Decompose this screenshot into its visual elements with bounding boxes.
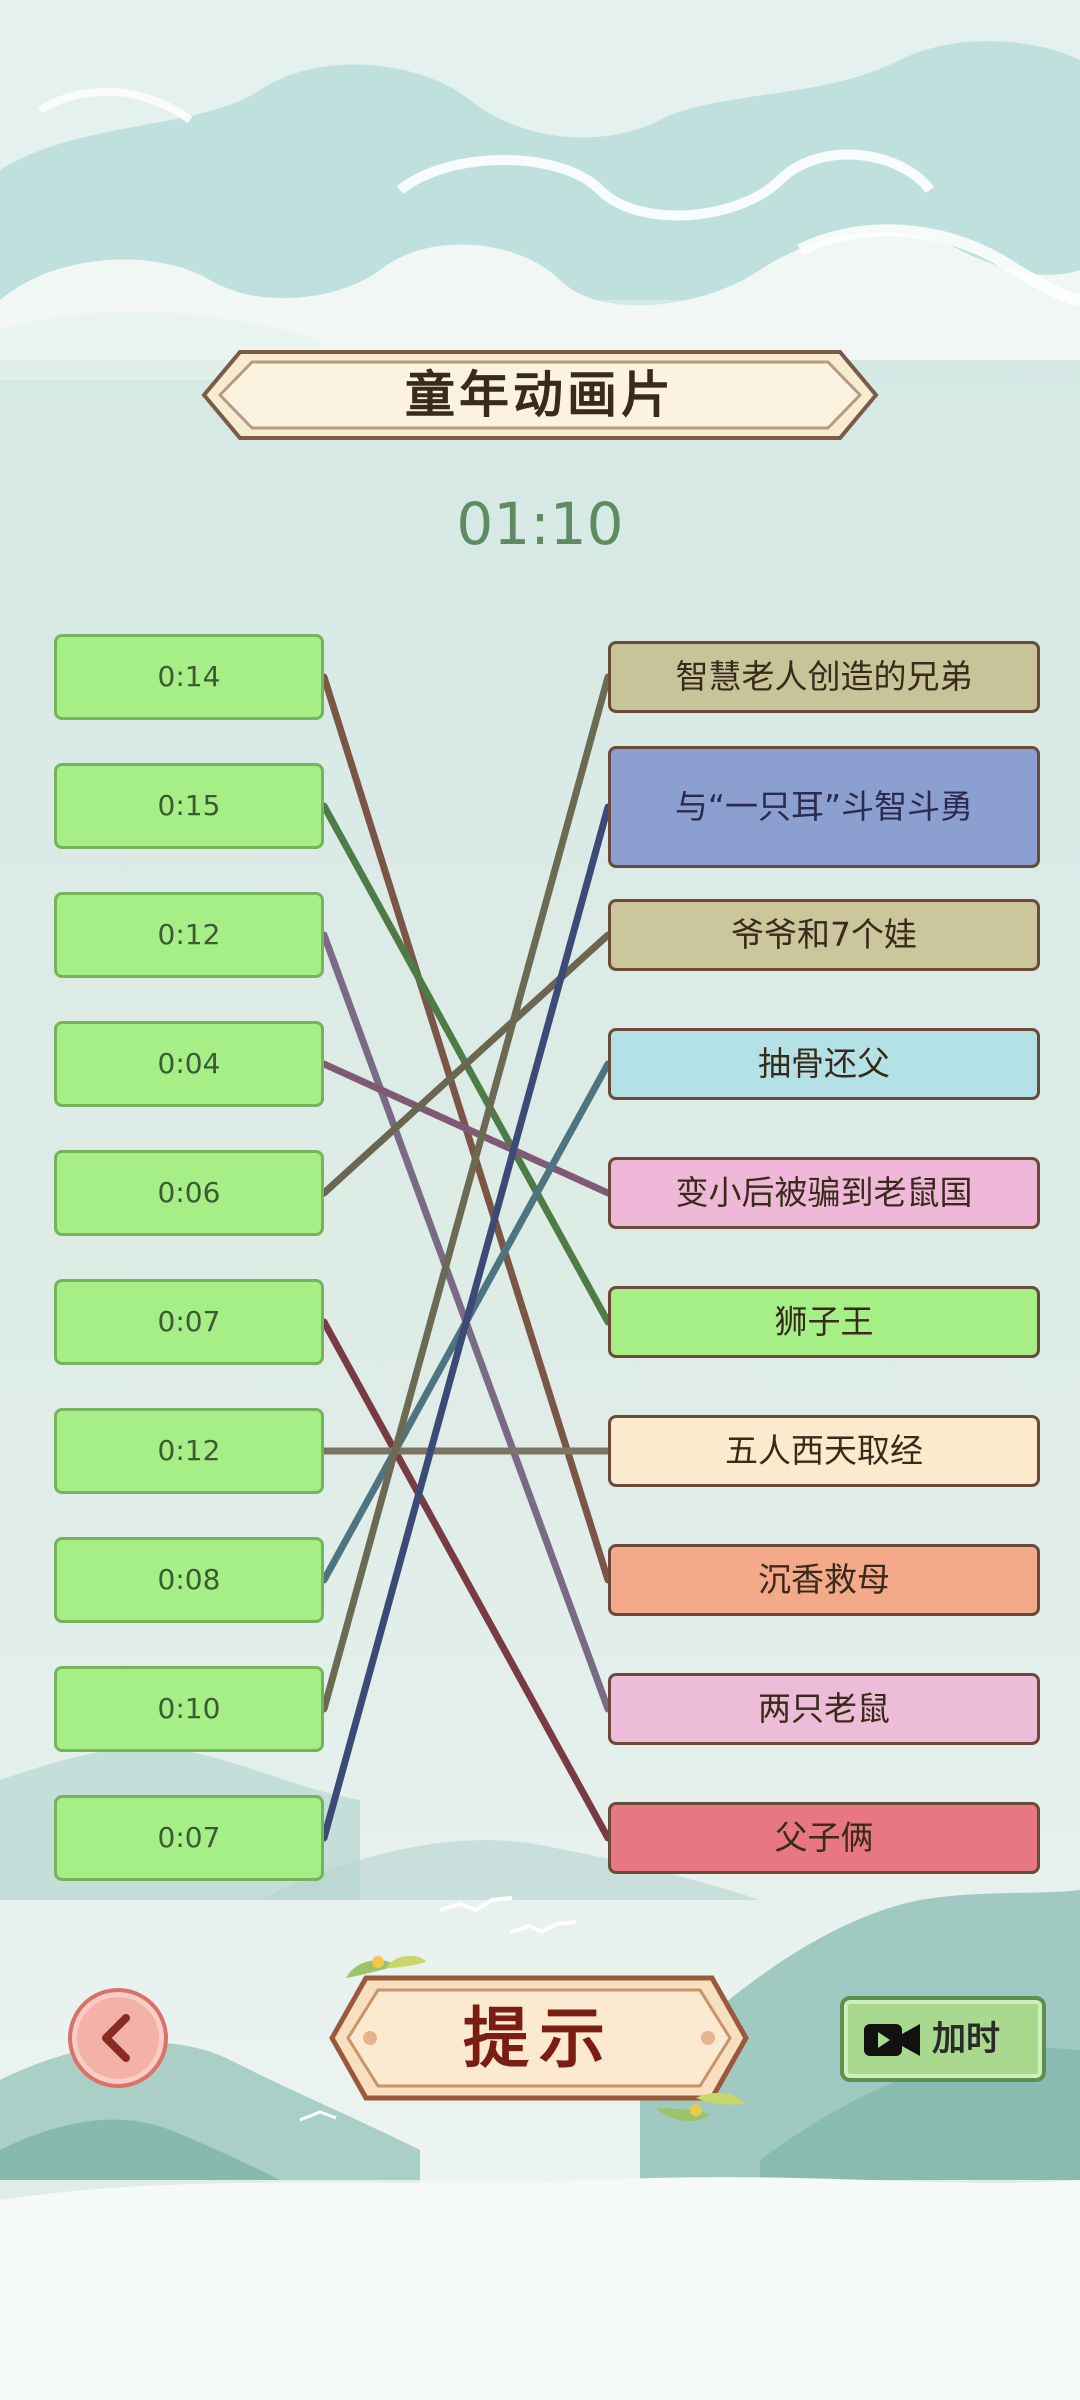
back-button[interactable] xyxy=(68,1988,168,2088)
hint-label: 提示 xyxy=(463,1999,615,2077)
right-item-6[interactable]: 狮子王 xyxy=(608,1286,1040,1358)
title-frame-icon xyxy=(201,350,879,440)
left-item-10[interactable]: 0:07 xyxy=(54,1795,324,1881)
right-item-3[interactable]: 爷爷和7个娃 xyxy=(608,899,1040,971)
level-title: 童年动画片 xyxy=(405,366,675,424)
right-item-4[interactable]: 抽骨还父 xyxy=(608,1028,1040,1100)
add-time-button[interactable]: 加时 xyxy=(840,1996,1046,2082)
left-item-4[interactable]: 0:04 xyxy=(54,1021,324,1107)
left-item-6[interactable]: 0:07 xyxy=(54,1279,324,1365)
left-item-1[interactable]: 0:14 xyxy=(54,634,324,720)
left-item-7[interactable]: 0:12 xyxy=(54,1408,324,1494)
left-item-2[interactable]: 0:15 xyxy=(54,763,324,849)
left-item-9[interactable]: 0:10 xyxy=(54,1666,324,1752)
title-banner: 童年动画片 xyxy=(200,348,880,442)
video-camera-icon xyxy=(864,2024,920,2056)
add-time-label: 加时 xyxy=(932,2019,1000,2059)
countdown-timer: 01:10 xyxy=(456,490,624,558)
hint-frame-icon xyxy=(329,1955,749,2121)
right-item-10[interactable]: 父子俩 xyxy=(608,1802,1040,1874)
left-item-3[interactable]: 0:12 xyxy=(54,892,324,978)
right-item-9[interactable]: 两只老鼠 xyxy=(608,1673,1040,1745)
left-item-8[interactable]: 0:08 xyxy=(54,1537,324,1623)
right-item-2[interactable]: 与“一只耳”斗智斗勇 xyxy=(608,746,1040,868)
right-item-7[interactable]: 五人西天取经 xyxy=(608,1415,1040,1487)
right-item-8[interactable]: 沉香救母 xyxy=(608,1544,1040,1616)
right-item-1[interactable]: 智慧老人创造的兄弟 xyxy=(608,641,1040,713)
right-item-5[interactable]: 变小后被骗到老鼠国 xyxy=(608,1157,1040,1229)
left-item-5[interactable]: 0:06 xyxy=(54,1150,324,1236)
chevron-left-icon xyxy=(102,2014,130,2062)
hint-button[interactable]: 提示 xyxy=(326,1948,752,2128)
